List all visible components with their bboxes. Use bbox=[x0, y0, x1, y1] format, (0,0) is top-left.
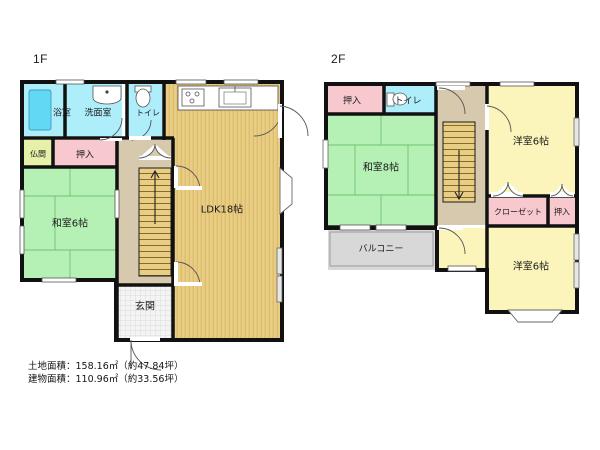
room-label-balcony-2f: バルコニー bbox=[358, 244, 404, 255]
stairs-1f bbox=[138, 167, 172, 277]
stair-down-arrow-icon bbox=[454, 150, 464, 201]
room-label-bathroom-1f: 浴室 bbox=[52, 108, 72, 119]
window-icon bbox=[573, 261, 580, 289]
sink-icon bbox=[218, 86, 252, 108]
room-label-western-lower-2f: 洋室6帖 bbox=[512, 261, 550, 273]
window-icon bbox=[322, 139, 329, 169]
window-icon bbox=[375, 224, 407, 231]
room-label-oshiire-1f: 押入 bbox=[75, 150, 95, 161]
double-door-icon bbox=[138, 143, 172, 160]
room-label-washroom-1f: 洗面室 bbox=[84, 108, 112, 119]
room-label-entrance-1f: 玄関 bbox=[135, 301, 155, 313]
vanity-mirror-icon bbox=[92, 85, 122, 105]
tatami-lines-1f bbox=[24, 168, 116, 278]
stove-icon bbox=[181, 88, 205, 107]
toilet-fixture-icon bbox=[386, 92, 408, 107]
room-japanese-8-2f bbox=[328, 115, 435, 225]
window-icon bbox=[573, 233, 580, 261]
floor-label-1f: 1F bbox=[33, 52, 49, 66]
room-ldk-1f bbox=[165, 84, 280, 338]
room-entrance-1f bbox=[118, 286, 174, 338]
stairs-2f bbox=[442, 121, 476, 203]
area-hall-2f-lower bbox=[437, 228, 487, 268]
room-label-oshiire-right-2f: 押入 bbox=[554, 207, 570, 217]
double-door-icon bbox=[491, 181, 524, 197]
window-icon bbox=[276, 247, 283, 275]
area-summary: 土地面積：158.16㎡（約47.84坪） 建物面積：110.96㎡（約33.5… bbox=[28, 360, 183, 386]
room-label-closet-2f: クローゼット bbox=[494, 207, 542, 217]
toilet-fixture-icon bbox=[134, 85, 152, 108]
room-oshiire-top-2f bbox=[328, 86, 383, 113]
balcony-edge-2f bbox=[329, 231, 434, 267]
double-door-icon bbox=[550, 183, 574, 197]
tatami-lines-2f bbox=[328, 115, 435, 225]
doors-1f bbox=[99, 104, 309, 371]
building-area-line: 建物面積：110.96㎡（約33.56坪） bbox=[28, 374, 184, 385]
room-oshiire-1f bbox=[54, 140, 116, 166]
room-label-toilet-2f: トイレ bbox=[394, 96, 422, 107]
bathtub-icon bbox=[28, 89, 52, 131]
door-swing-icon bbox=[100, 138, 122, 141]
window-icon bbox=[276, 275, 283, 303]
floor-label-2f: 2F bbox=[331, 52, 347, 66]
window-icon bbox=[499, 81, 535, 87]
room-label-toilet-1f: トイレ bbox=[136, 108, 160, 118]
floor-2-plan bbox=[322, 81, 580, 323]
room-label-ldk-1f: LDK18帖 bbox=[200, 204, 244, 216]
room-oshiire-right-2f bbox=[549, 198, 575, 225]
floor-1-plan bbox=[19, 79, 309, 371]
room-closet-2f bbox=[489, 198, 547, 225]
room-western-upper-2f bbox=[489, 86, 575, 196]
room-label-western-upper-2f: 洋室6帖 bbox=[512, 136, 550, 148]
window-icon bbox=[507, 309, 563, 323]
room-western-lower-2f bbox=[489, 228, 575, 310]
room-balcony-2f bbox=[328, 230, 435, 270]
room-butsuma-1f bbox=[24, 140, 52, 166]
room-label-oshiire-top-2f: 押入 bbox=[342, 96, 362, 107]
walls-1f-inner bbox=[22, 82, 175, 338]
stair-up-arrow-icon bbox=[150, 169, 160, 224]
window-icon bbox=[573, 117, 580, 147]
walls-1f bbox=[20, 80, 284, 342]
room-label-butsuma-1f: 仏間 bbox=[30, 149, 46, 159]
doors-2f bbox=[322, 81, 580, 323]
land-area-line: 土地面積：158.16㎡（約47.84坪） bbox=[28, 361, 184, 372]
entrance-door-icon bbox=[130, 337, 162, 371]
windows-1f bbox=[19, 79, 259, 283]
room-label-japanese-6-1f: 和室6帖 bbox=[51, 218, 89, 230]
window-icon bbox=[339, 224, 371, 231]
room-label-japanese-8-2f: 和室8帖 bbox=[362, 162, 400, 174]
window-icon bbox=[447, 265, 477, 272]
